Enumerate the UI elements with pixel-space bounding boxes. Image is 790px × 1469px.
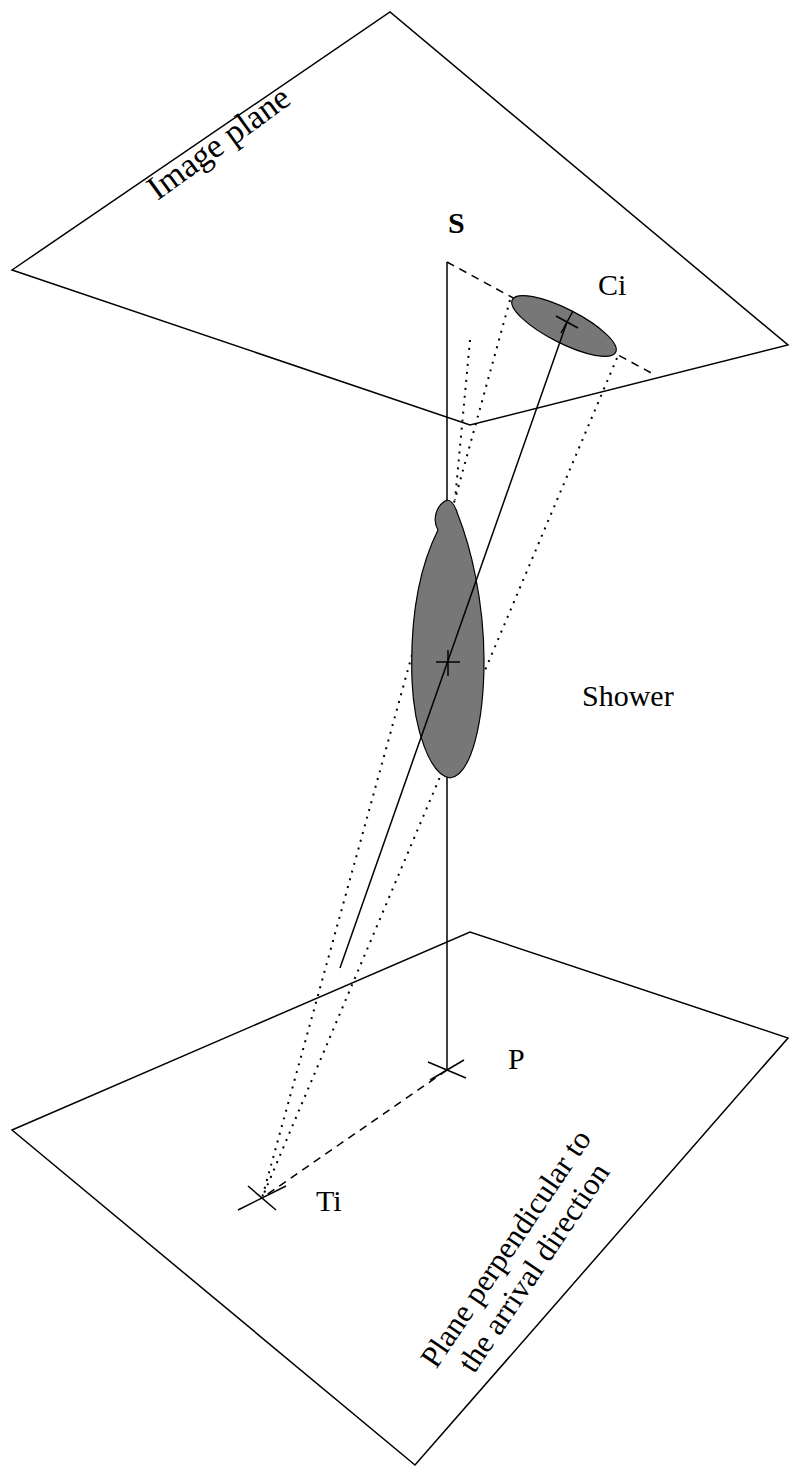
- plane-edge: [12, 12, 788, 425]
- plane: Plane perpendicular to the arrival direc…: [10, 928, 790, 1467]
- projection-lines: [262, 300, 617, 1198]
- point-label: P: [508, 1042, 525, 1075]
- point-label: Shower: [582, 679, 674, 712]
- point-label: Ti: [316, 1184, 342, 1217]
- plane-label: Image plane: [139, 78, 296, 206]
- shower-shape: [412, 500, 484, 778]
- point-label: Ci: [598, 268, 626, 301]
- plane-label: Plane perpendicular to the arrival direc…: [408, 1115, 632, 1402]
- plane-outline: [10, 928, 790, 1467]
- plane-outline: [10, 10, 790, 428]
- plane-edge: [12, 932, 788, 1465]
- plane: Image plane: [10, 10, 790, 428]
- cross-marks: [238, 311, 578, 1210]
- dashed-lines: [262, 262, 655, 1198]
- point-label: S: [448, 206, 465, 239]
